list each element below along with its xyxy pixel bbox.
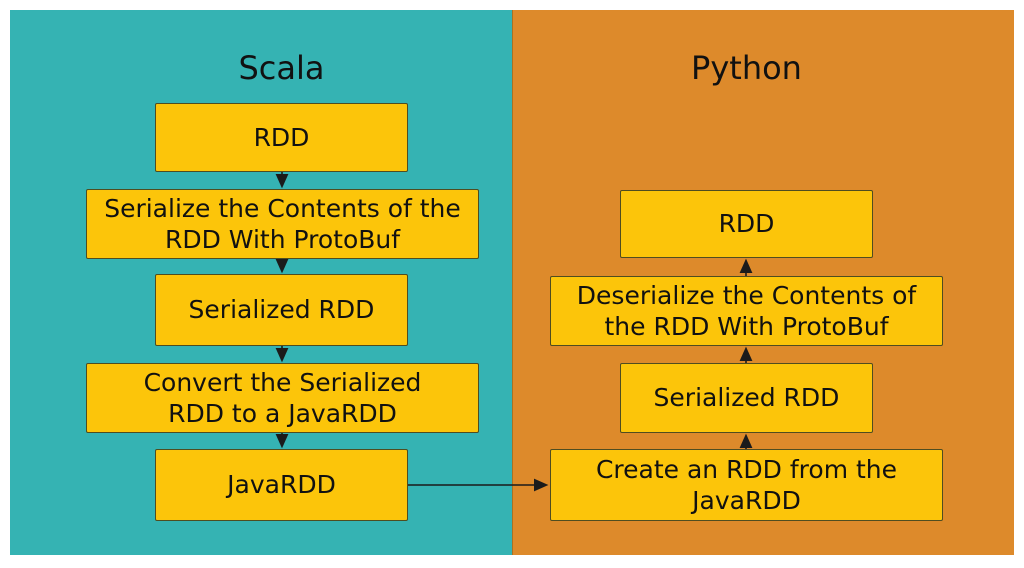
flow-box-label: RDD <box>718 209 775 239</box>
flow-box-label: RDD <box>253 122 310 152</box>
flow-box-scala-serialize: Serialize the Contents of the RDD With P… <box>86 189 479 259</box>
flow-box-label-line1: Convert the Serialized <box>143 367 422 397</box>
flow-box-scala-javardd: JavaRDD <box>155 449 408 521</box>
flow-box-label-line2: JavaRDD <box>692 486 801 515</box>
flow-box-label-line1: Deserialize the Contents of <box>576 280 917 310</box>
flow-box-python-serialized-rdd: Serialized RDD <box>620 363 873 433</box>
flow-box-scala-rdd: RDD <box>155 103 408 172</box>
flow-box-label-line2: RDD With ProtoBuf <box>164 225 401 254</box>
flow-box-scala-serialized-rdd: Serialized RDD <box>155 274 408 346</box>
flow-box-scala-convert: Convert the Serialized RDD to a JavaRDD <box>86 363 479 433</box>
flow-box-label-line2: the RDD With ProtoBuf <box>604 312 889 341</box>
flow-box-python-create: Create an RDD from the JavaRDD <box>550 449 943 521</box>
flow-box-label-line1: Create an RDD from the <box>595 454 898 484</box>
python-title: Python <box>691 49 802 87</box>
flow-box-label-line1: Serialize the Contents of the <box>104 193 461 223</box>
flow-box-label: Serialized RDD <box>188 295 375 325</box>
scala-title: Scala <box>238 49 325 87</box>
flow-box-label: Serialized RDD <box>653 383 840 413</box>
flow-box-label-line2: RDD to a JavaRDD <box>168 399 397 428</box>
flow-box-python-rdd: RDD <box>620 190 873 258</box>
flow-box-label: JavaRDD <box>227 470 336 500</box>
flow-box-python-deserialize: Deserialize the Contents of the RDD With… <box>550 276 943 346</box>
